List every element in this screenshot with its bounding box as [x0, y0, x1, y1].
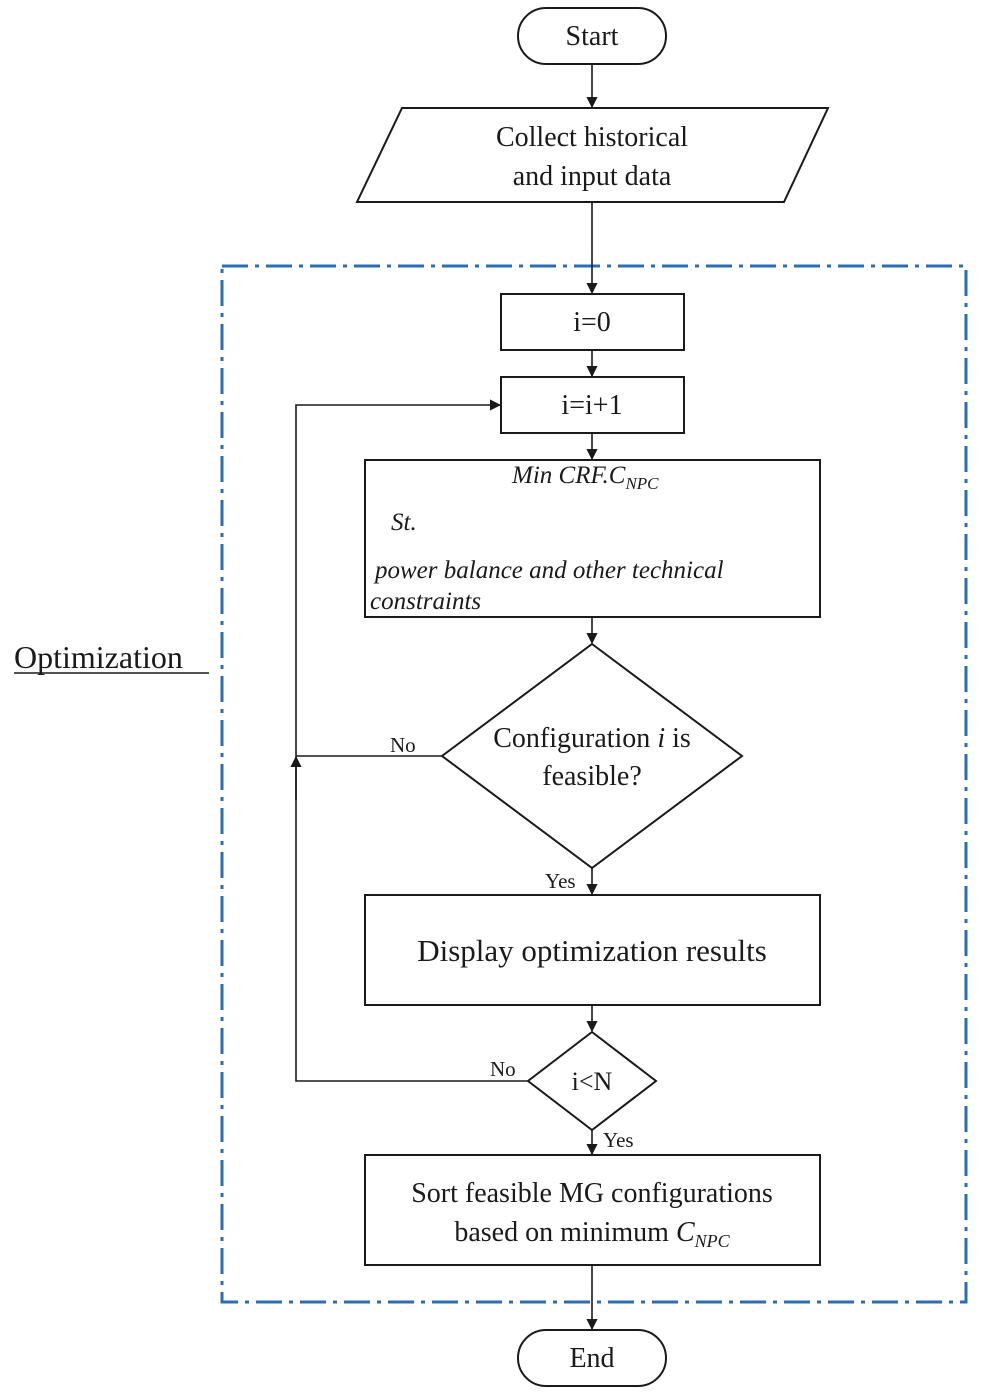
sort-line-2-var: C [676, 1217, 695, 1248]
feasible-line-1-post: is [665, 723, 691, 754]
feasible-line-1: Configuration i is [493, 723, 691, 754]
feasible-line-1-var: i [657, 723, 665, 754]
model-box [364, 459, 821, 618]
sort-line-1: Sort feasible MG configurations [411, 1178, 773, 1209]
no-label-2: No [490, 1057, 516, 1081]
model-constraint-line-1: power balance and other technical [373, 557, 724, 584]
feasible-line-1-pre: Configuration [493, 723, 657, 754]
sort-line-2-sub: NPC [694, 1231, 731, 1251]
no-branch-2-loop [295, 399, 528, 1082]
model-constraint-line-2: constraints [370, 588, 481, 615]
collect-line-2: and input data [513, 161, 672, 192]
model-objective-subscript: NPC [624, 474, 659, 493]
init-label: i=0 [573, 307, 611, 338]
feasible-line-2: feasible? [542, 761, 642, 792]
loop-check-label: i<N [572, 1067, 613, 1096]
no-label-1: No [390, 733, 416, 757]
optimization-frame [220, 264, 968, 1304]
yes-label-1: Yes [545, 869, 576, 893]
end-terminal [517, 1329, 667, 1387]
optimization-label: Optimization [14, 639, 183, 675]
sort-line-2-pre: based on minimum [454, 1217, 676, 1248]
collect-data-box [355, 107, 830, 203]
model-st: St. [391, 509, 417, 536]
feasible-decision [440, 642, 744, 870]
sort-box [364, 1154, 821, 1266]
end-label: End [569, 1343, 614, 1374]
display-results-box [364, 894, 821, 1006]
display-results-label: Display optimization results [417, 933, 767, 968]
collect-line-1: Collect historical [496, 122, 688, 153]
start-label: Start [566, 21, 619, 52]
increment-label: i=i+1 [561, 390, 622, 421]
increment-box [500, 376, 685, 434]
model-objective: Min CRF.CNPC [511, 462, 659, 493]
yes-label-2: Yes [603, 1128, 634, 1152]
sort-line-2: based on minimum CNPC [454, 1217, 730, 1251]
model-objective-text: Min CRF.C [511, 462, 626, 489]
